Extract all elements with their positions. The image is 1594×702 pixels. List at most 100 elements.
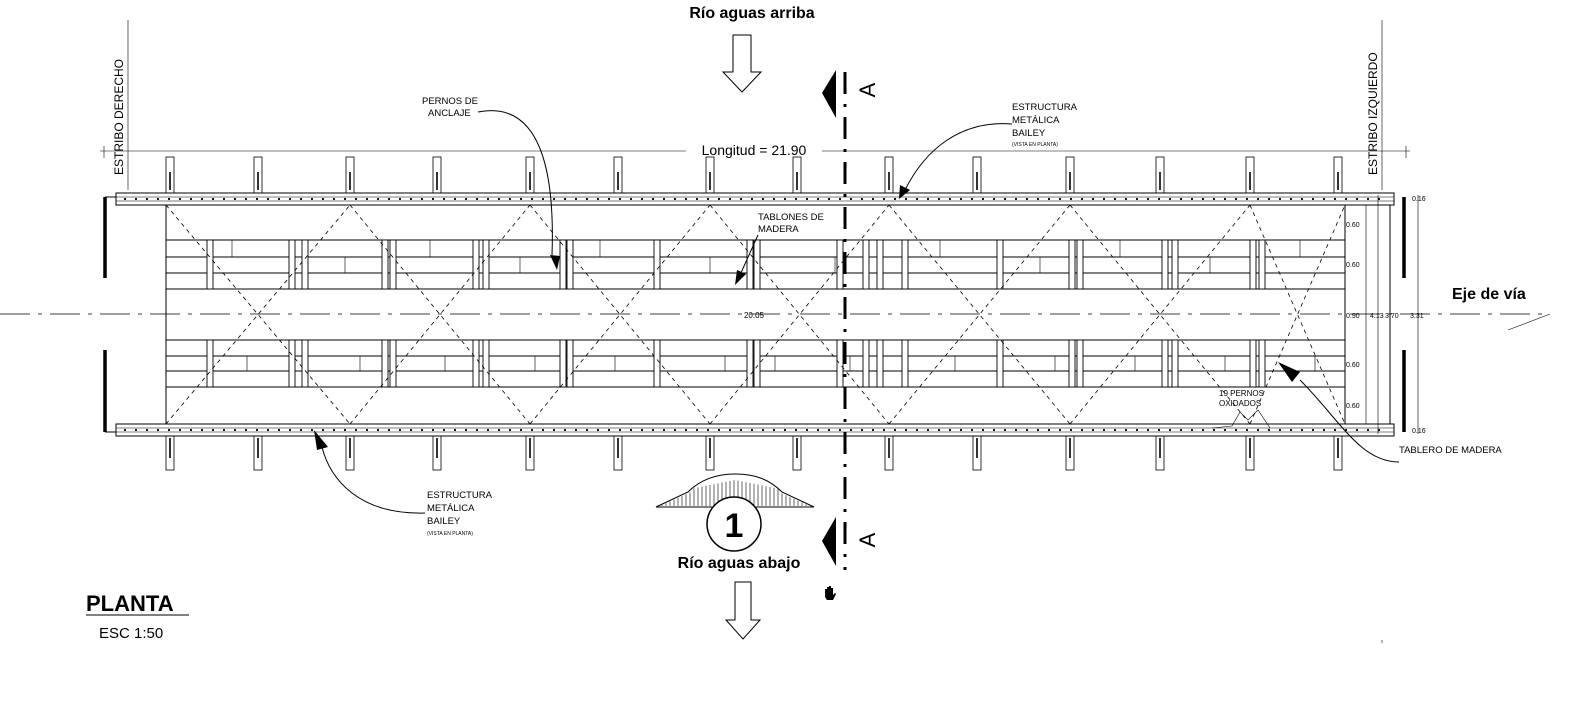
rail-bolt (1355, 428, 1359, 432)
rail-bolt (574, 197, 578, 201)
plank-clamp (653, 239, 661, 290)
rail-bolt (343, 197, 347, 201)
rail-bolt (1003, 428, 1007, 432)
rail-bolt (882, 197, 886, 201)
plank-clamp (472, 239, 480, 290)
rail-bolt (838, 428, 842, 432)
rail-bolt (607, 197, 611, 201)
rail-bolt (519, 197, 523, 201)
dim-width-2: 3.70 (1385, 313, 1399, 320)
view-marker: 1 (655, 473, 815, 552)
rail-bolt (1102, 197, 1106, 201)
rail-bolt (871, 197, 875, 201)
plank-clamp (206, 239, 214, 290)
plank-clamp (381, 339, 389, 388)
plank-clamp (566, 239, 574, 290)
rail-bolt (981, 428, 985, 432)
rail-bolt (849, 197, 853, 201)
rail-bolt (640, 428, 644, 432)
rail-bolt (464, 428, 468, 432)
rail-bolt (849, 428, 853, 432)
rail-bolt (1135, 197, 1139, 201)
rail-bolt (486, 428, 490, 432)
rail-bolt (365, 197, 369, 201)
rail-bolt (299, 197, 303, 201)
rail-bolt (1245, 197, 1249, 201)
rail-bolt (387, 428, 391, 432)
rail-bolt (442, 197, 446, 201)
rail-bolt (1300, 428, 1304, 432)
rail-bolt (827, 197, 831, 201)
rail-bolt (167, 428, 171, 432)
rail-bolt (1311, 197, 1315, 201)
rail-bolts (123, 197, 1381, 432)
rail-bolt (167, 197, 171, 201)
bailey-structure (103, 192, 1406, 437)
plank-clamp (1171, 239, 1179, 290)
rail-bolt (563, 197, 567, 201)
rail-bolt (332, 428, 336, 432)
rail-bolt (827, 428, 831, 432)
structure-bottom-label-4: (VISTA EN PLANTA) (427, 531, 473, 537)
plank-clamp (566, 339, 574, 388)
arrow-down-icon (721, 34, 763, 93)
rail-bolt (1058, 428, 1062, 432)
rail-bolt (288, 428, 292, 432)
dim-right-2: 0.60 (1346, 262, 1360, 269)
rail-bolt (343, 428, 347, 432)
arrow-down-icon-bottom (724, 581, 762, 640)
rail-bolt (794, 428, 798, 432)
abutment-left-label: ESTRIBO IZQUIERDO (1366, 52, 1380, 175)
rail-bolt (915, 428, 919, 432)
rail-bolt (1256, 428, 1260, 432)
plank-clamp (1068, 239, 1076, 290)
rail-bolt (607, 428, 611, 432)
rail-bolt (695, 197, 699, 201)
length-label: Longitud = 21.90 (702, 142, 807, 158)
rail-bolt (1234, 197, 1238, 201)
rail-bolt (662, 428, 666, 432)
rail-bolt (475, 197, 479, 201)
rail-bolt (398, 197, 402, 201)
rail-bolt (321, 197, 325, 201)
rail-bolt (926, 197, 930, 201)
rail-bolt (1256, 197, 1260, 201)
rail-bolt (618, 197, 622, 201)
plank-clamp (288, 339, 296, 388)
structure-top-label-4: (VISTA EN PLANTA) (1012, 142, 1058, 148)
rail-bolt (497, 197, 501, 201)
plank-clamp (753, 239, 761, 290)
rail-bolt (1212, 197, 1216, 201)
rail-bolt (508, 197, 512, 201)
rail-bolt (794, 197, 798, 201)
rail-bolt (772, 428, 776, 432)
rail-bolt (1201, 428, 1205, 432)
rail-bolt (200, 197, 204, 201)
rail-bolt (673, 428, 677, 432)
structure-bottom-label-3: BAILEY (427, 516, 461, 527)
plank-clamp (901, 339, 909, 388)
rail-bolt (530, 197, 534, 201)
rail-bolt (288, 197, 292, 201)
rail-bolt (1047, 197, 1051, 201)
rail-bolt (365, 428, 369, 432)
plank-clamp (301, 239, 309, 290)
rail-bolt (178, 428, 182, 432)
bolts-label-1: PERNOS DE (422, 96, 478, 107)
plank-clamp (381, 239, 389, 290)
rail-bolt (1333, 428, 1337, 432)
rail-bolt (1355, 197, 1359, 201)
rail-bolt (464, 197, 468, 201)
rail-bolt (222, 428, 226, 432)
dim-right-1: 0.60 (1346, 222, 1360, 229)
rail-bolt (1146, 197, 1150, 201)
rail-bolt (431, 428, 435, 432)
abutment-right-label: ESTRIBO DERECHO (112, 59, 126, 175)
rail-bolt (1201, 197, 1205, 201)
rail-bolt (1135, 428, 1139, 432)
rail-bolt (332, 197, 336, 201)
plank-clamp (1249, 339, 1257, 388)
rail-bolt (277, 428, 281, 432)
dim-right-3: 0.90 (1346, 313, 1360, 320)
rail-bolt (255, 428, 259, 432)
